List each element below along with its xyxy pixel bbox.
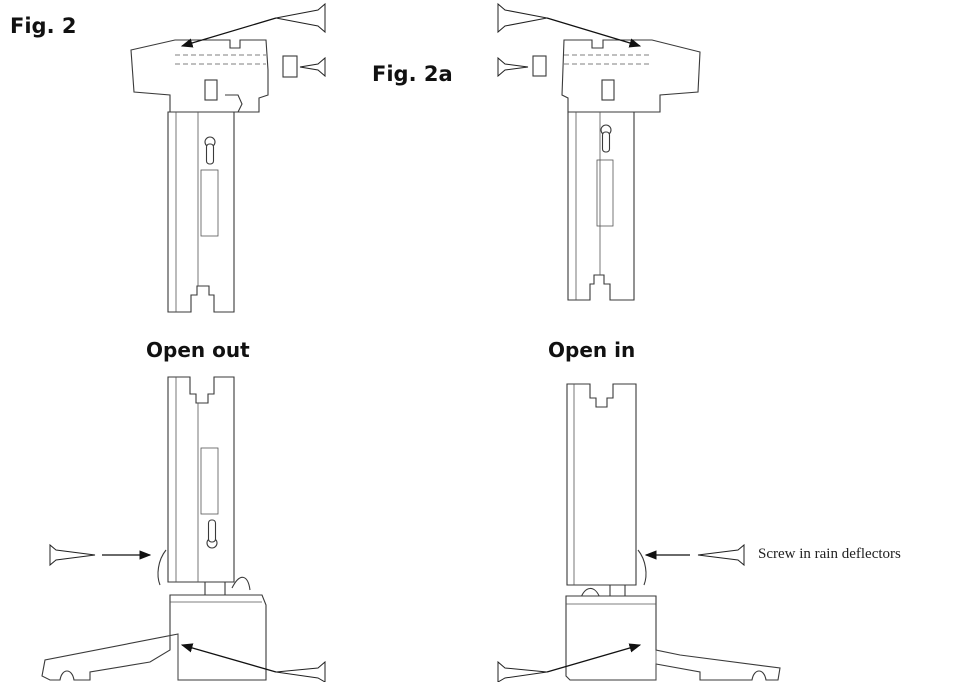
bottom-left-seal-curl — [231, 576, 251, 591]
top-right-glazing-slot — [596, 159, 614, 227]
top-right-hinge-block — [601, 79, 615, 101]
top-right-sash — [567, 111, 635, 301]
top-left-spacer-screw — [299, 56, 326, 78]
top-left-head-frame — [130, 39, 269, 113]
top-right-head-frame — [561, 39, 701, 113]
arrow-icon — [180, 643, 277, 673]
bottom-right-sill — [565, 595, 781, 681]
open-in-caption: Open in — [548, 338, 636, 362]
top-left-seal — [225, 94, 243, 113]
top-left-glazing-slot — [200, 169, 219, 237]
bottom-right-deflector-screw — [644, 543, 745, 567]
top-right-profile — [532, 39, 701, 301]
top-right-spacer-block — [532, 55, 547, 77]
open-out-caption: Open out — [146, 338, 250, 362]
top-right-head-screw — [497, 2, 642, 48]
bottom-left-keyhole-slot — [207, 519, 217, 543]
arrow-icon — [546, 17, 642, 48]
screw-icon — [497, 2, 548, 34]
arrow-icon — [546, 643, 642, 673]
bottom-left-deflector-screw — [49, 543, 152, 567]
bottom-left-rain-deflector — [157, 549, 167, 586]
screw-icon — [275, 2, 326, 34]
bottom-left-profile — [41, 376, 267, 681]
top-left-profile — [130, 39, 298, 313]
bottom-right-profile — [565, 383, 781, 681]
arrow-icon — [180, 17, 277, 48]
screw-icon — [497, 660, 548, 683]
top-left-head-screw — [180, 2, 326, 48]
top-left-hinge-block — [204, 79, 218, 101]
screw-icon — [49, 543, 96, 567]
fig-2a-label: Fig. 2a — [372, 62, 453, 86]
bottom-left-sill — [41, 594, 267, 681]
top-left-spacer-block — [282, 55, 298, 78]
bottom-left-glazing-slot — [200, 447, 219, 515]
bottom-left-sill-screw — [180, 643, 326, 683]
rain-deflector-note: Screw in rain deflectors — [758, 546, 901, 562]
screw-icon — [497, 56, 529, 78]
top-left-keyhole-slot — [205, 143, 215, 165]
top-right-spacer-screw — [497, 56, 529, 78]
bottom-right-sash — [566, 383, 637, 586]
screw-icon — [275, 660, 326, 683]
top-right-keyhole-slot — [601, 131, 611, 153]
bottom-right-rain-deflector — [637, 549, 647, 586]
screw-icon — [697, 543, 745, 567]
fig-2-label: Fig. 2 — [10, 14, 77, 38]
screw-icon — [299, 56, 326, 78]
bottom-right-sill-screw — [497, 643, 642, 683]
